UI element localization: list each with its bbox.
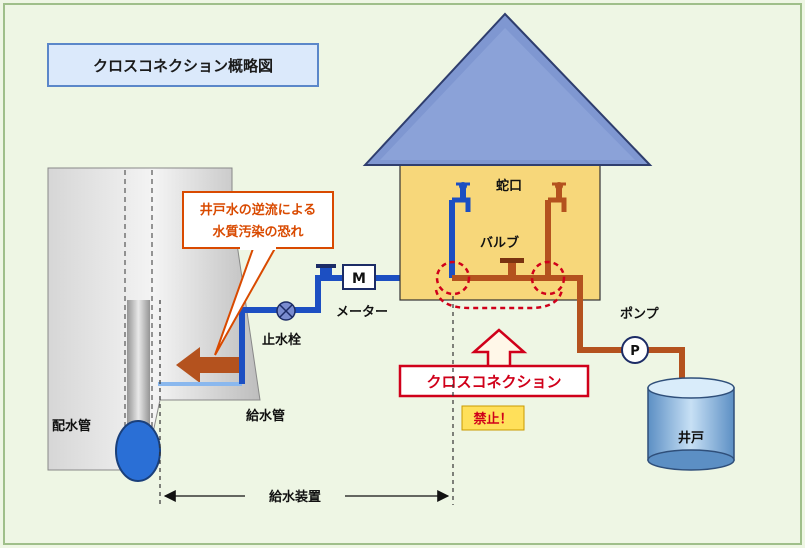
- meter-icon: M: [342, 264, 376, 290]
- meter-symbol: M: [352, 271, 366, 287]
- valve-label: バルブ: [480, 235, 519, 251]
- pump-label: ポンプ: [620, 306, 660, 322]
- main-pipe: [115, 170, 161, 482]
- warning-line2: 水質汚染の恐れ: [212, 224, 303, 240]
- cross-connection-label: クロスコネクション: [426, 373, 561, 391]
- backflow-arrow: [176, 347, 240, 383]
- stop-valve-icon: [276, 301, 296, 321]
- pump-symbol: P: [630, 344, 640, 359]
- supply-device-label: 給水装置: [269, 489, 321, 505]
- cross-connection-box: クロスコネクション: [398, 364, 590, 398]
- meter-label: メーター: [336, 305, 388, 320]
- well-label: 井戸: [678, 430, 704, 446]
- forbidden-label: 禁止！: [473, 411, 512, 427]
- main-pipe-label: 配水管: [52, 418, 91, 434]
- page-title: クロスコネクション概略図: [93, 57, 273, 75]
- warning-line1: 井戸水の逆流による: [200, 202, 317, 218]
- pump-icon: P: [621, 336, 649, 364]
- meter-valve-icon: [316, 264, 336, 278]
- forbidden-badge: 禁止！: [461, 405, 525, 431]
- city-faucet: [449, 182, 471, 278]
- cross-points: [434, 260, 566, 310]
- warning-callout: 井戸水の逆流による 水質汚染の恐れ: [182, 191, 334, 356]
- range-label-bg: [245, 484, 345, 506]
- supply-pipe-label: 給水管: [246, 408, 285, 424]
- title-box: クロスコネクション概略図: [47, 43, 319, 87]
- valve-icon: [500, 258, 524, 276]
- pipe-cross-section: [115, 420, 161, 482]
- well: 井戸: [647, 377, 735, 471]
- well-faucet: [545, 182, 567, 278]
- faucet-label: 蛇口: [496, 178, 522, 194]
- stop-valve-label: 止水栓: [262, 332, 301, 348]
